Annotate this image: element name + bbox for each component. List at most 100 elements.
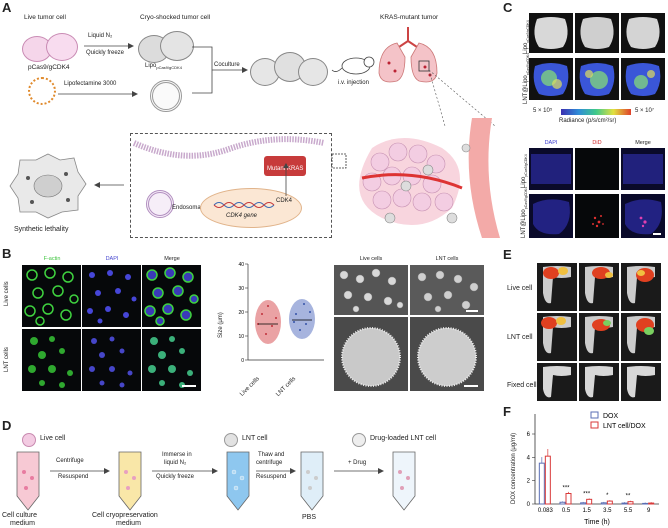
significance-label: *** bbox=[562, 486, 570, 492]
ivis-lnt-1 bbox=[529, 58, 573, 100]
row-lnt-lipo-fluor: LNT@LipopCas9/gCDK4 bbox=[521, 187, 528, 238]
did-lnt-image bbox=[575, 194, 619, 238]
liquid-n2-label: liquid N₂ bbox=[164, 460, 187, 466]
live-cell-label: Live cell bbox=[40, 435, 66, 442]
row-fixed-cell: Fixed cell bbox=[507, 382, 537, 389]
y-tick: 20 bbox=[238, 310, 244, 316]
col-dapi: DAPI bbox=[544, 140, 558, 146]
ivis-lnt-1 bbox=[537, 313, 577, 361]
merge-lnt-image bbox=[621, 194, 665, 238]
row-lnt-cells: LNT cells bbox=[4, 347, 10, 372]
ivis-fixed-3 bbox=[621, 363, 661, 401]
y-tick: 30 bbox=[238, 286, 244, 292]
ivis-live-3 bbox=[621, 263, 661, 311]
legend-label-dox: DOX bbox=[603, 413, 619, 420]
panel-label-b: B bbox=[2, 246, 12, 261]
y-tick-label: 6 bbox=[527, 432, 531, 438]
y-tick-label: 2 bbox=[527, 479, 531, 485]
bar-dox bbox=[621, 502, 628, 505]
nucleus-illustration bbox=[200, 188, 302, 228]
lipo-label-main: Lipo bbox=[145, 63, 157, 69]
panel-b: F-actin DAPI Merge Live cells LNT cells … bbox=[0, 246, 500, 416]
col-merge: Merge bbox=[635, 140, 651, 146]
zoom-lines bbox=[428, 69, 496, 127]
synthetic-lethality-label: Synthetic lethality bbox=[14, 226, 69, 233]
lipo-label: LipopCas9/gCDK4 bbox=[145, 63, 182, 70]
mechanism-box bbox=[130, 133, 332, 238]
resuspend2-label: Resuspend bbox=[256, 474, 287, 480]
quickly-freeze-label: Quickly freeze bbox=[86, 50, 125, 56]
drug-loaded-icon bbox=[352, 433, 366, 447]
coculture-connector bbox=[192, 46, 248, 94]
factin-lnt-image bbox=[22, 329, 81, 391]
factin-live-image bbox=[22, 265, 81, 327]
liposome-icon bbox=[150, 80, 182, 112]
lipo-label-sub: pCas9/gCDK4 bbox=[156, 65, 182, 71]
cdk4-label: CDK4 bbox=[276, 198, 293, 204]
scale-bar bbox=[653, 233, 661, 235]
tube1-label-a: Cell culture bbox=[2, 512, 38, 519]
row-lnt-lipo-fluor-main: LNT@Lipo bbox=[521, 209, 527, 238]
ivis-live-1 bbox=[537, 263, 577, 311]
scale-bar bbox=[182, 385, 196, 387]
panel-e: Live cell LNT cell Fixed cell bbox=[503, 247, 668, 402]
legend-swatch-lnt bbox=[590, 421, 599, 429]
bar-dox bbox=[580, 502, 587, 505]
ivis-lipo-3 bbox=[621, 13, 665, 53]
live-cell-icon bbox=[22, 433, 36, 447]
row-live-cell: Live cell bbox=[507, 285, 533, 292]
plasmid-label: pCas9/gCDK4 bbox=[28, 64, 70, 71]
liquid-n2-label: Liquid N₂ bbox=[88, 33, 113, 39]
panel-label-c: C bbox=[503, 0, 513, 15]
tube2-label-b: medium bbox=[116, 520, 141, 527]
dapi-lipo-image bbox=[529, 148, 573, 190]
lipofectamine-label: Lipofectamine 3000 bbox=[64, 81, 117, 87]
bar-lnt bbox=[627, 501, 634, 505]
col-dapi: DAPI bbox=[105, 256, 119, 262]
cdk4-gene-label: CDK4 gene bbox=[226, 213, 258, 219]
plasmid-icon bbox=[28, 77, 56, 105]
scale-max-label: 5 × 10⁷ bbox=[635, 108, 655, 114]
endosomal-escape-label: Endosomal escape bbox=[172, 205, 224, 211]
bar-lnt bbox=[606, 500, 613, 505]
sem-live-low bbox=[334, 265, 408, 315]
row-lnt-lipo-main: LNT@Lipo bbox=[523, 75, 529, 104]
scale-min-label: 5 × 10⁵ bbox=[533, 108, 553, 114]
ivis-lnt-2 bbox=[579, 313, 619, 361]
dapi-lnt-image bbox=[529, 194, 573, 238]
bar-dox bbox=[600, 502, 607, 505]
panel-label-d: D bbox=[2, 418, 12, 433]
significance-label: * bbox=[606, 493, 609, 499]
step-arrow bbox=[50, 468, 110, 474]
panel-f: DOX concentration (μg/ml) DOX LNT cell/D… bbox=[503, 404, 668, 528]
liposome-icon bbox=[146, 190, 174, 218]
row-lnt-lipo: LNT@LipopCas9/gCDK4 bbox=[523, 53, 530, 104]
mechanism-arrows bbox=[283, 163, 289, 196]
live-tumor-cell-label: Live tumor cell bbox=[24, 14, 66, 21]
step-arrow bbox=[256, 468, 296, 474]
tube1-label-b: medium bbox=[10, 520, 35, 527]
significance-label: ** bbox=[626, 494, 631, 500]
x-tick-label: 1.5 bbox=[582, 508, 591, 514]
ivis-lipo-2 bbox=[575, 13, 619, 53]
row-lipo-sub: pCas9/gCDK4 bbox=[526, 20, 531, 43]
sem-live-label: Live cells bbox=[359, 256, 383, 262]
dapi-lnt-image bbox=[82, 329, 141, 391]
panel-c: LipopCas9/gCDK4 LNT@LipopCas9/gCDK4 5 × … bbox=[503, 0, 668, 245]
ivis-fixed-2 bbox=[579, 363, 619, 401]
tube-pbs bbox=[300, 451, 324, 511]
tube-ln2 bbox=[226, 451, 250, 511]
step-arrow bbox=[334, 468, 384, 474]
ivis-lipo-1 bbox=[529, 13, 573, 53]
x-tick-label: 5.5 bbox=[624, 508, 633, 514]
y-tick-label: 0 bbox=[527, 502, 531, 508]
bar-dox bbox=[559, 501, 566, 505]
x-tick-label: 0.5 bbox=[562, 508, 571, 514]
ivis-lnt-2 bbox=[575, 58, 619, 100]
bar-dox bbox=[538, 462, 545, 505]
sem-lnt-high bbox=[410, 317, 484, 391]
ivis-lnt-3 bbox=[621, 313, 661, 361]
did-lipo-image bbox=[575, 148, 619, 190]
scale-bar bbox=[466, 310, 478, 312]
cryo-shocked-label: Cryo-shocked tumor cell bbox=[140, 14, 211, 21]
